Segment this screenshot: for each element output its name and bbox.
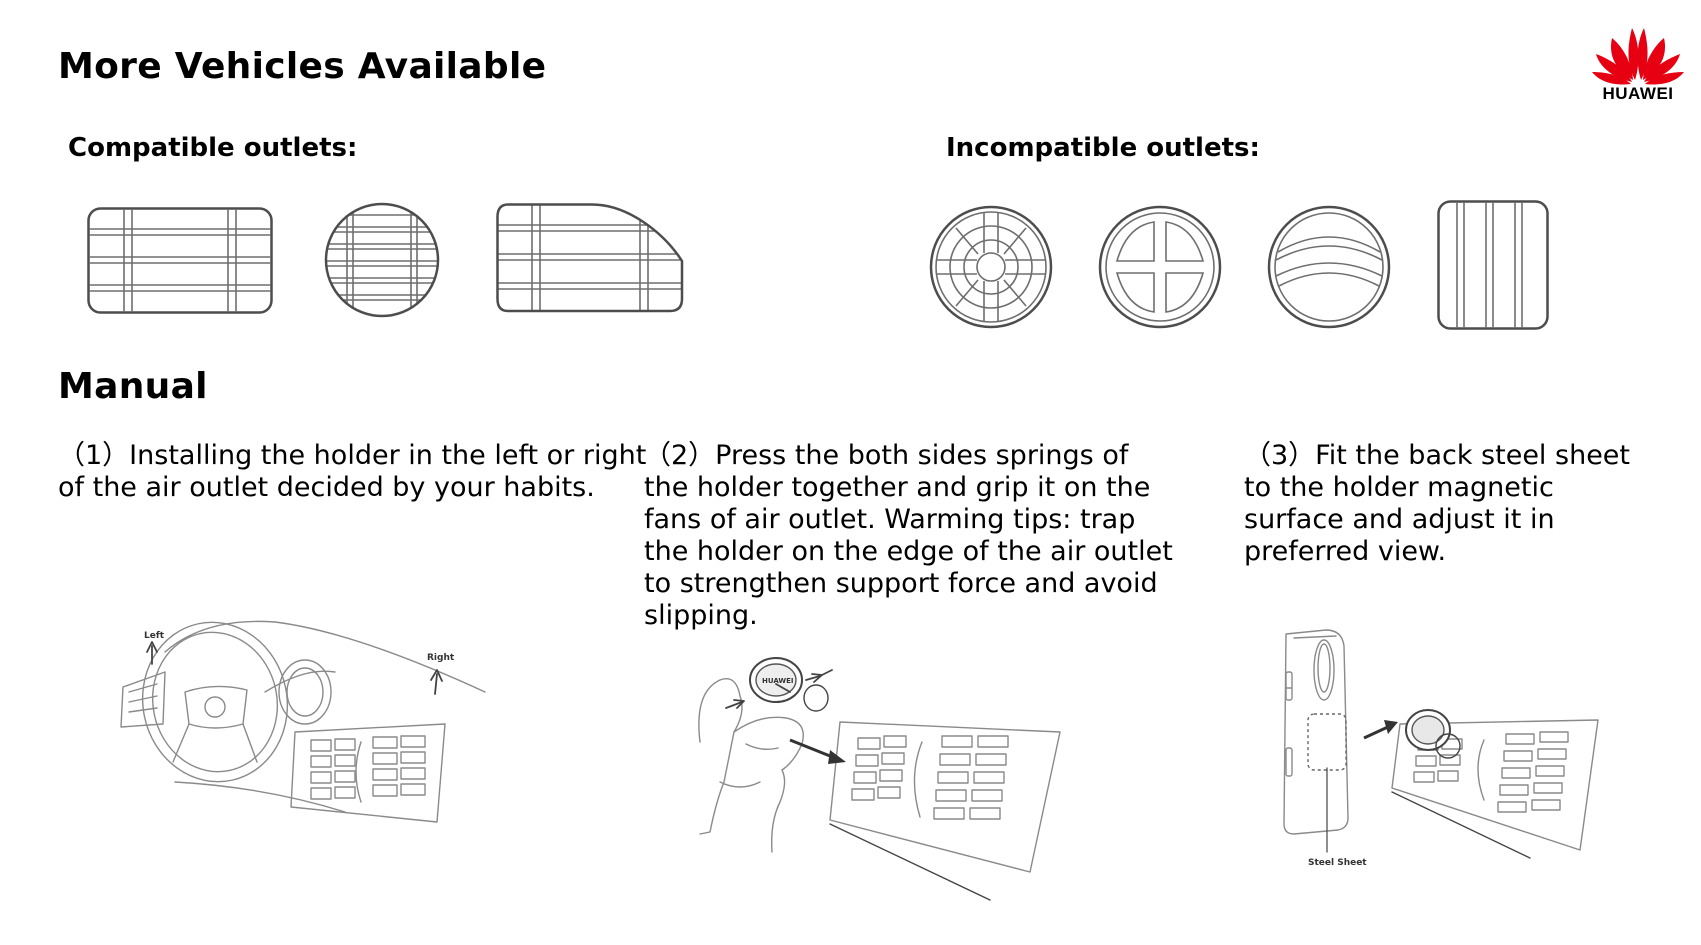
steel-sheet-illustration: Steel Sheet [1283,629,1599,868]
compatible-outlet-circle-icon [324,202,440,318]
page-title: More Vehicles Available [58,46,547,87]
steel-sheet-label: Steel Sheet [1308,858,1367,868]
incompatible-outlet-cross-icon [1098,205,1222,329]
incompatible-outlet-curved-bands-icon [1267,205,1391,329]
left-label: Left [144,631,165,641]
incompatible-outlet-rings-icon [929,205,1053,329]
manual-step-1: （1）Installing the holder in the left or … [58,440,647,503]
right-label: Right [427,653,455,663]
dashboard-illustration: Left Right [120,620,486,823]
incompatible-outlets-heading: Incompatible outlets: [946,133,1260,163]
compatible-outlet-curved-icon [496,203,684,313]
manual-step-2: （2）Press the both sides springs of the h… [644,440,1173,631]
huawei-logo: HUAWEI [1588,14,1688,104]
manual-step-3: （3）Fit the back steel sheet to the holde… [1244,440,1631,567]
holder-brand-label: HUAWEI [762,677,794,685]
grip-holder-illustration: HUAWEI [698,657,1061,901]
huawei-logo-icon [1592,28,1684,85]
huawei-wordmark: HUAWEI [1602,84,1674,103]
compatible-outlets-heading: Compatible outlets: [68,133,358,163]
compatible-outlet-rectangle-icon [87,207,273,314]
manual-heading: Manual [58,366,208,407]
incompatible-outlet-vertical-icon [1437,200,1549,330]
